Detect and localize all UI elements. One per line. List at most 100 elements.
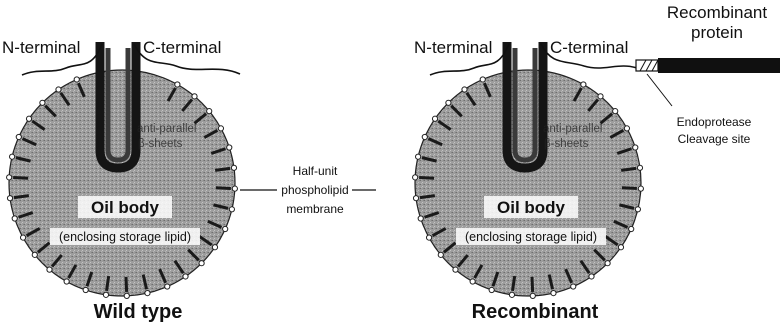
wild-type-lipid-head: [26, 116, 31, 121]
wild-type-lipid-head: [10, 154, 15, 159]
recombinant-lipid-head: [413, 175, 418, 180]
wild-type-lipid-head: [7, 196, 12, 201]
recombinant-lipid-head: [598, 94, 603, 99]
wild-type-n-terminal-label: N-terminal: [2, 38, 80, 57]
recombinant-lipid-head: [453, 267, 458, 272]
recombinant-lipid-head: [418, 216, 423, 221]
wild-type-lipid-head: [16, 134, 21, 139]
wild-type-lipid-head: [20, 235, 25, 240]
wild-type-lipid-head: [145, 290, 150, 295]
membrane-annotation: Half-unit phospholipid membrane: [240, 164, 376, 216]
wild-type-lipid-head: [40, 100, 45, 105]
recombinant-lipid-head: [530, 293, 535, 298]
wild-type-lipid-head: [231, 165, 236, 170]
wild-type-lipid-tail: [215, 168, 230, 170]
recombinant-lipid-tail: [532, 277, 533, 292]
recombinant-caption: Recombinant: [472, 301, 599, 323]
wild-type-lipid-head: [83, 287, 88, 292]
recombinant-beta-sheets-line1: anti-parallel: [543, 123, 602, 135]
recombinant-lipid-head: [635, 207, 640, 212]
wild-type-c-terminal-label: C-terminal: [143, 38, 221, 57]
wild-type-lipid-head: [47, 267, 52, 272]
wild-type-lipid-head: [227, 145, 232, 150]
wild-type-lipid-head: [207, 109, 212, 114]
recombinant-n-terminal-label: N-terminal: [414, 38, 492, 57]
wild-type-lipid-head: [32, 252, 37, 257]
recombinant-protein-label-line1: Recombinant: [667, 3, 767, 22]
wild-type-lipid-tail: [126, 277, 127, 292]
recombinant-lipid-head: [462, 87, 467, 92]
wild-type-lipid-head: [223, 226, 228, 231]
recombinant-beta-sheets-line2: β-sheets: [544, 138, 589, 150]
recombinant-lipid-head: [470, 279, 475, 284]
wild-type-lipid-tail: [14, 196, 29, 198]
recombinant-lipid-head: [509, 292, 514, 297]
recombinant-lipid-head: [426, 235, 431, 240]
recombinant-lipid-head: [571, 284, 576, 289]
recombinant-lipid-tail: [622, 188, 637, 189]
wild-type-lipid-tail: [216, 188, 231, 189]
recombinant-lipid-head: [446, 100, 451, 105]
recombinant-lipid-head: [624, 126, 629, 131]
recombinant-lipid-tail: [621, 168, 636, 170]
wild-type-lipid-head: [229, 207, 234, 212]
recombinant-lipid-head: [605, 261, 610, 266]
wild-type-oil-body-label: Oil body: [91, 198, 160, 217]
wild-type-beta-sheets-line2: β-sheets: [138, 138, 183, 150]
recombinant-lipid-head: [581, 82, 586, 87]
recombinant-lipid-head: [618, 245, 623, 250]
recombinant-lipid-head: [638, 186, 643, 191]
recombinant-protein-bar: [658, 58, 780, 73]
wild-type-lipid-head: [199, 261, 204, 266]
membrane-label-line1: Half-unit: [293, 164, 338, 178]
wild-type-panel: N-terminal C-terminal anti-parallel β-sh…: [2, 38, 240, 323]
recombinant-lipid-head: [480, 77, 485, 82]
recombinant-lipid-head: [416, 154, 421, 159]
recombinant-lipid-tail: [420, 196, 435, 198]
endoprotease-label-line1: Endoprotease: [677, 115, 752, 129]
wild-type-lipid-head: [192, 94, 197, 99]
recombinant-lipid-head: [438, 252, 443, 257]
wild-type-lipid-head: [212, 245, 217, 250]
recombinant-lipid-head: [422, 134, 427, 139]
wild-type-enclosing-label: (enclosing storage lipid): [59, 230, 191, 244]
recombinant-lipid-head: [613, 109, 618, 114]
recombinant-lipid-head: [637, 165, 642, 170]
recombinant-c-terminal-label: C-terminal: [550, 38, 628, 57]
membrane-label-line2: phospholipid: [281, 183, 348, 197]
wild-type-lipid-head: [232, 186, 237, 191]
recombinant-oil-body-label: Oil body: [497, 198, 566, 217]
cleavage-site-pointer: [647, 74, 672, 106]
recombinant-panel: N-terminal C-terminal Recombinant protei…: [413, 3, 780, 323]
recombinant-lipid-head: [629, 226, 634, 231]
wild-type-caption: Wild type: [94, 301, 183, 323]
wild-type-lipid-head: [64, 279, 69, 284]
recombinant-lipid-head: [551, 290, 556, 295]
wild-type-lipid-head: [103, 292, 108, 297]
wild-type-lipid-head: [74, 77, 79, 82]
wild-type-lipid-head: [218, 126, 223, 131]
wild-type-beta-sheets-line1: anti-parallel: [137, 123, 196, 135]
wild-type-lipid-head: [175, 82, 180, 87]
recombinant-lipid-tail: [513, 276, 515, 291]
wild-type-lipid-tail: [107, 276, 109, 291]
membrane-label-line3: membrane: [286, 202, 344, 216]
endoprotease-label-line2: Cleavage site: [678, 132, 751, 146]
recombinant-lipid-head: [413, 196, 418, 201]
wild-type-lipid-tail: [13, 178, 28, 179]
recombinant-lipid-head: [489, 287, 494, 292]
wild-type-lipid-head: [56, 87, 61, 92]
recombinant-lipid-tail: [419, 178, 434, 179]
wild-type-lipid-head: [12, 216, 17, 221]
recombinant-protein-label-line2: protein: [691, 23, 743, 42]
recombinant-lipid-head: [633, 145, 638, 150]
wild-type-lipid-head: [183, 274, 188, 279]
recombinant-lipid-head: [432, 116, 437, 121]
recombinant-lipid-head: [589, 274, 594, 279]
recombinant-enclosing-label: (enclosing storage lipid): [465, 230, 597, 244]
wild-type-lipid-head: [7, 175, 12, 180]
wild-type-lipid-head: [124, 293, 129, 298]
wild-type-lipid-head: [165, 284, 170, 289]
